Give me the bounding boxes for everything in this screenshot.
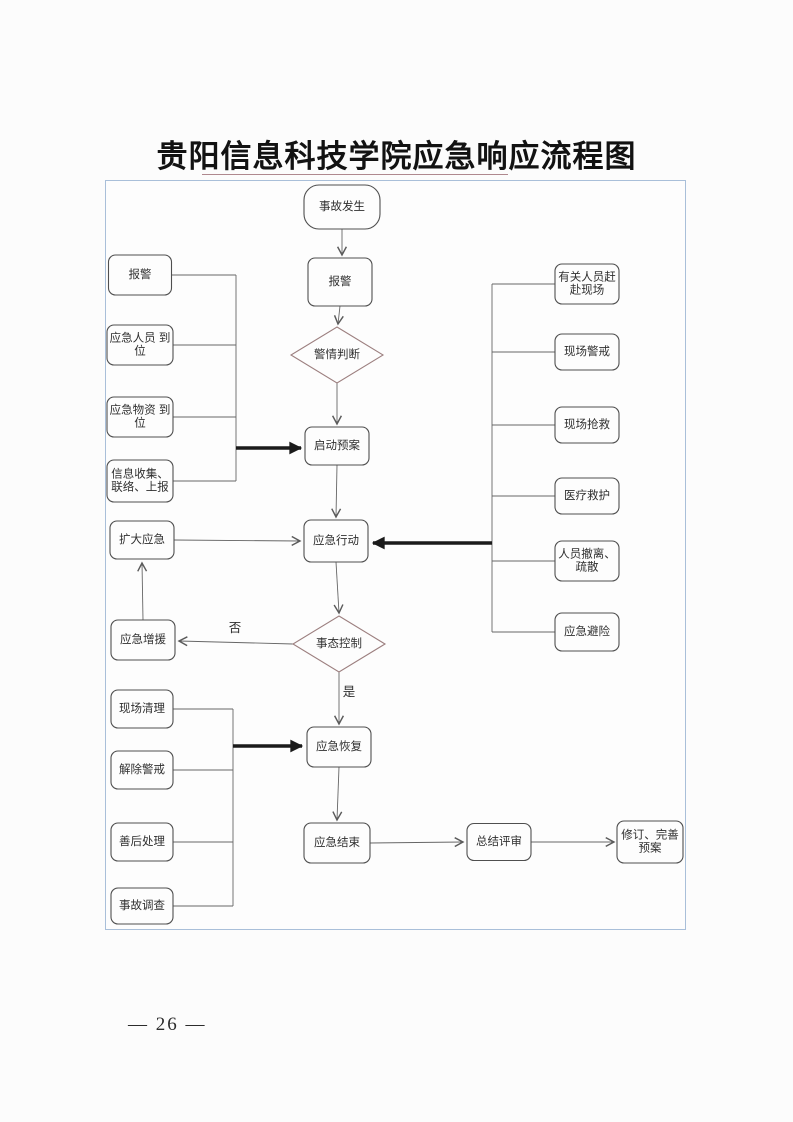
flow-edge (332, 766, 343, 822)
flow-node-label: 警情判断 (314, 347, 360, 361)
title-underline (202, 174, 508, 175)
flow-node-label: 疏散 (576, 560, 599, 574)
flow-node-alarm-judge: 警情判断 (289, 326, 385, 384)
flow-node-situation-control: 事态控制 (291, 615, 387, 673)
flow-node-label: 总结评审 (476, 834, 522, 848)
flow-node-label: 联络、上报 (111, 480, 169, 494)
flow-node-label: 位 (134, 344, 146, 358)
flow-node-label: 应急结束 (314, 835, 360, 849)
flow-edge (177, 636, 294, 647)
flow-edge (137, 561, 148, 621)
flow-node-label: 报警 (329, 274, 352, 288)
flow-node-label: 医疗救护 (564, 488, 610, 502)
flow-node-label: 应急恢复 (316, 739, 362, 753)
flow-node-label: 应急人员 到 (110, 331, 171, 345)
flow-edge (333, 305, 344, 326)
flow-edge (331, 464, 342, 519)
flow-node-label: 现场抢救 (564, 417, 610, 431)
flow-node-personnel-in-place: 应急人员 到位 (106, 324, 174, 366)
flow-node-emergency-end: 应急结束 (303, 822, 371, 864)
flow-node-supplies-in-place: 应急物资 到位 (106, 396, 174, 438)
flow-node-label: 应急物资 到 (110, 403, 171, 417)
flow-branch-label: 否 (229, 621, 242, 635)
flow-node-label: 善后处理 (119, 834, 165, 848)
flow-node-label: 报警 (129, 267, 152, 281)
flow-edge (369, 837, 465, 848)
flow-node-label: 启动预案 (314, 438, 360, 452)
flow-node-summary-review: 总结评审 (466, 822, 532, 862)
flow-node-scene-cordon: 现场警戒 (554, 333, 620, 371)
flow-node-info-collect-report: 信息收集、联络、上报 (106, 459, 174, 503)
flow-node-label: 扩大应急 (119, 532, 165, 546)
flow-node-accident-investigation: 事故调查 (110, 887, 174, 925)
flow-node-evacuation: 人员撤离、疏散 (554, 540, 620, 582)
flow-node-label: 位 (134, 416, 146, 430)
flow-node-scene-rescue: 现场抢救 (554, 406, 620, 444)
flow-node-alarm-left: 报警 (107, 254, 173, 296)
flow-node-label: 事态控制 (316, 636, 362, 650)
flow-node-label: 应急避险 (564, 624, 610, 638)
flow-edges (137, 229, 616, 907)
flow-node-label: 解除警戒 (119, 762, 165, 776)
flow-node-label: 有关人员赶 (558, 270, 616, 284)
flow-node-aftermath-handling: 善后处理 (110, 822, 174, 862)
flow-node-emergency-reinforce: 应急增援 (110, 619, 176, 661)
flow-node-label: 预案 (639, 841, 662, 855)
flow-node-expand-emergency: 扩大应急 (109, 520, 175, 560)
flow-node-scene-cleanup: 现场清理 (110, 689, 174, 729)
flow-edge (173, 535, 302, 546)
flow-edge (333, 561, 344, 615)
page-number: — 26 — (128, 1014, 207, 1035)
flow-node-emergency-recovery: 应急恢复 (306, 726, 372, 768)
flow-node-label: 现场警戒 (564, 344, 610, 358)
flow-node-label: 应急行动 (313, 533, 359, 547)
flow-edge-labels: 是否 (229, 621, 356, 699)
flow-node-emergency-action: 应急行动 (303, 519, 369, 563)
page-title: 贵阳信息科技学院应急响应流程图 (156, 139, 637, 174)
flow-branch-label: 是 (343, 685, 356, 699)
flow-node-start: 事故发生 (303, 184, 381, 230)
flow-node-label: 应急增援 (120, 632, 166, 646)
flow-node-activate-plan: 启动预案 (304, 426, 370, 466)
flow-node-label: 事故调查 (119, 898, 165, 912)
flow-node-label: 信息收集、 (111, 467, 169, 481)
flow-node-medical-aid: 医疗救护 (554, 477, 620, 515)
flow-node-label: 现场清理 (119, 701, 165, 715)
flow-node-label: 修订、完善 (621, 828, 679, 842)
flow-node-risk-avoidance: 应急避险 (554, 612, 620, 652)
flowchart-frame: 事故发生报警警情判断启动预案应急行动事态控制应急恢复应急结束 总结评审 修订、完善预… (105, 180, 686, 930)
flow-node-lift-cordon: 解除警戒 (110, 750, 174, 790)
flow-node-alarm-center: 报警 (307, 257, 373, 307)
flow-node-label: 人员撤离、 (558, 547, 616, 561)
flow-node-label: 赴现场 (570, 283, 605, 297)
flow-node-label: 事故发生 (319, 199, 365, 213)
